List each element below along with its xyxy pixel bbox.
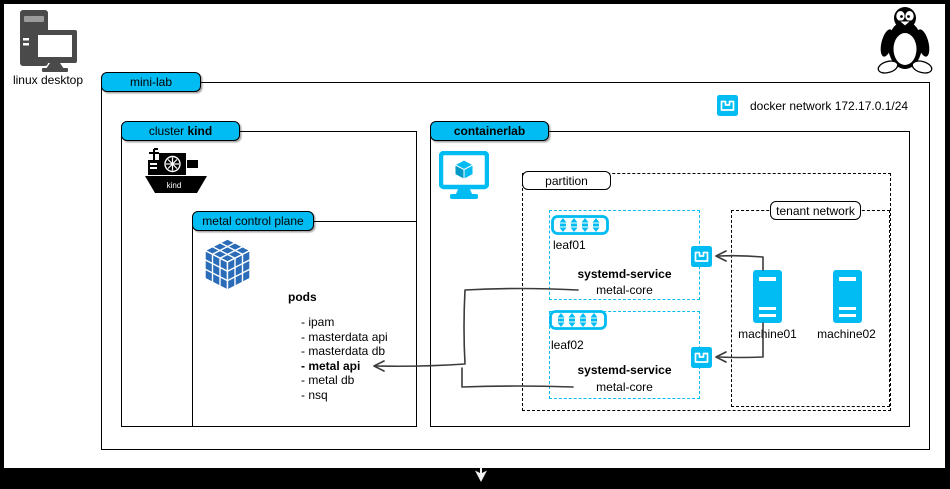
containerlab-label: containerlab [430,121,549,141]
linux-desktop-icon [20,10,77,72]
docker-network-icon [717,95,738,116]
switch-icon-leaf02 [549,310,607,330]
kubernetes-cube-icon [204,238,251,291]
pods-title: pods [288,290,317,304]
partition-label: partition [522,171,611,190]
kind-ship-icon: kind [145,148,207,193]
server-icon-machine01 [753,270,782,323]
machine02-label: machine02 [817,327,876,341]
docker-container-icon-leaf01 [691,246,712,267]
mini-lab-label-text: mini-lab [129,75,172,89]
scroll-down-arrow-icon[interactable] [472,467,490,484]
leaf01-name: leaf01 [553,238,586,252]
pod-item: - masterdata api [301,329,388,344]
machine01-label: machine01 [738,327,797,341]
mini-lab-label: mini-lab [101,72,201,92]
tenant-network-label-text: tenant network [776,203,855,218]
cluster-kind-label-text: cluster kind [148,124,213,138]
metal-control-plane-label-text: metal control plane [202,214,304,228]
pod-item-metal-api: - metal api [301,358,361,373]
leaf02-service-name: metal-core [596,380,653,394]
svg-text:kind: kind [167,181,182,190]
tux-penguin-icon [877,7,933,74]
docker-network-label: docker network 172.17.0.1/24 [750,99,909,113]
containerlab-box [430,131,910,427]
docker-container-icon-leaf02 [691,347,712,368]
leaf02-name: leaf02 [551,338,584,352]
leaf02-service-title: systemd-service [577,363,672,377]
pod-item: - nsq [301,387,328,402]
pod-item: - masterdata db [301,344,386,359]
switch-icon-leaf01 [551,215,609,235]
metal-control-plane-label: metal control plane [192,211,314,231]
pods-list: - ipam - masterdata api - masterdata db … [301,315,388,403]
pod-item: - ipam [301,315,335,329]
partition-label-text: partition [545,173,588,188]
leaf01-service-title: systemd-service [577,267,672,281]
linux-desktop-label: linux desktop [12,73,84,87]
containerlab-label-text: containerlab [453,124,526,138]
cluster-kind-label: cluster kind [121,121,240,141]
tenant-network-label: tenant network [770,201,861,220]
server-icon-machine02 [833,270,862,323]
mini-lab-box [101,82,930,450]
leaf01-service-name: metal-core [596,283,653,297]
pod-item: - metal db [301,373,355,388]
containerlab-monitor-icon [439,151,489,199]
